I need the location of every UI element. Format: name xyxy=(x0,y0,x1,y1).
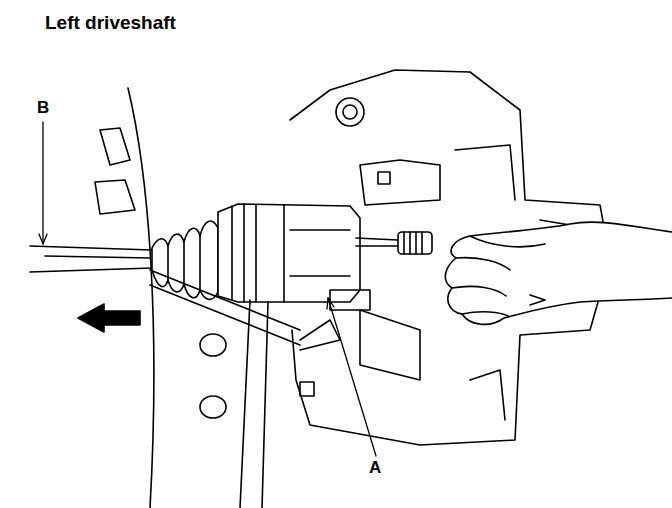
joint-housing xyxy=(218,204,360,302)
boot-ribs xyxy=(168,236,200,290)
screwdriver-shaft xyxy=(356,238,398,246)
case-boss xyxy=(343,105,357,119)
housing-flats xyxy=(290,230,350,276)
handle-grip xyxy=(404,232,422,254)
case-detail xyxy=(360,310,420,380)
bracket xyxy=(100,128,130,165)
figure-title: Left driveshaft xyxy=(44,12,177,34)
hole xyxy=(200,334,226,356)
bolt xyxy=(378,172,390,184)
shaft xyxy=(30,246,152,250)
leader-line xyxy=(328,298,376,456)
screwdriver-handle xyxy=(398,232,432,254)
bracket xyxy=(95,180,135,214)
shaft xyxy=(30,268,152,272)
case-detail xyxy=(455,145,515,200)
housing-ribs xyxy=(232,204,284,302)
leader-arrow xyxy=(39,234,47,244)
case-flange xyxy=(330,290,370,310)
leader-arrow xyxy=(327,298,334,309)
fender-edge xyxy=(128,88,154,508)
cv-boot xyxy=(152,221,218,299)
finger-lines xyxy=(452,258,510,316)
leader-line xyxy=(42,122,43,244)
case-detail xyxy=(300,320,340,350)
thumb-line xyxy=(470,236,545,247)
knuckle xyxy=(530,295,545,305)
hole xyxy=(200,396,226,418)
direction-arrow xyxy=(78,304,140,332)
case-detail xyxy=(360,160,440,205)
hand xyxy=(445,222,672,324)
bolt xyxy=(300,382,314,396)
frame-member xyxy=(150,270,300,345)
shaft xyxy=(45,256,150,258)
case-boss xyxy=(336,98,364,126)
callout-letter: B xyxy=(36,98,50,118)
callout-letter: A xyxy=(368,458,382,478)
